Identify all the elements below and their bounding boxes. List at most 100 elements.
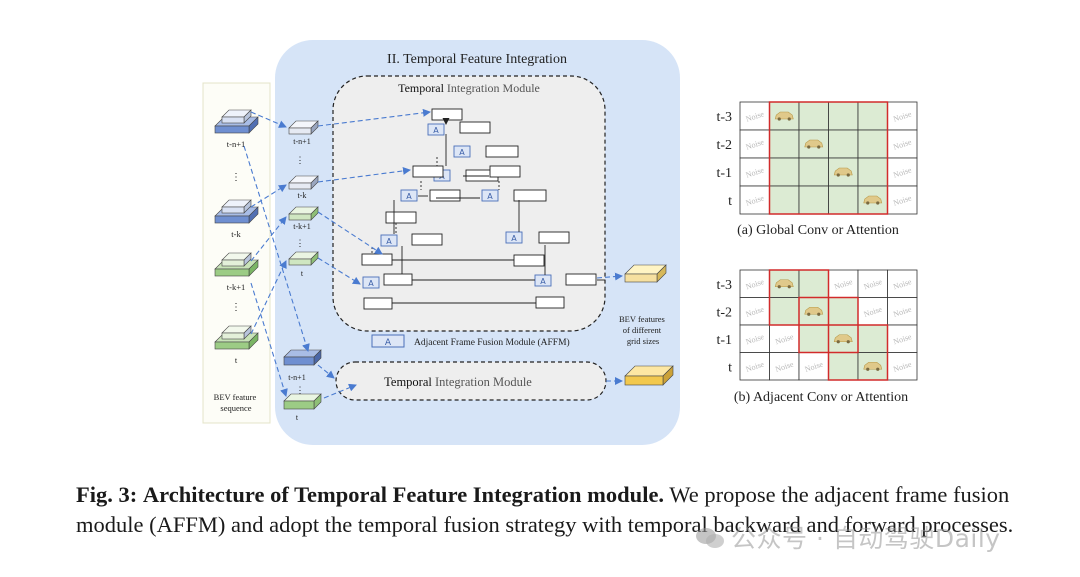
- affm-letter: A: [406, 192, 412, 201]
- grid-cell: [857, 157, 888, 187]
- dashed-arrow: [317, 364, 335, 379]
- grid-cell: [887, 185, 918, 215]
- car-icon: [804, 306, 824, 316]
- grid-cell: [828, 129, 859, 159]
- feature-box: [383, 273, 413, 286]
- time-label: t-1: [716, 333, 732, 348]
- feature-box: [459, 121, 491, 134]
- bev-stack: t-n+1: [214, 109, 259, 149]
- figure-caption: Fig. 3: Architecture of Temporal Feature…: [76, 480, 1051, 540]
- time-label: t-1: [716, 166, 732, 181]
- grid-cell: [887, 297, 918, 326]
- grid-cell: [887, 157, 918, 187]
- car-icon: [833, 167, 853, 177]
- grid-cell: [857, 101, 888, 131]
- feature-box: [565, 273, 597, 286]
- car-icon: [833, 334, 853, 344]
- caption-text: We propose the adjacent frame fusion mod…: [76, 482, 1014, 537]
- feature-box: [485, 145, 519, 158]
- selected-feature-label: t: [301, 269, 304, 278]
- affm-block: [380, 234, 398, 247]
- stack-label: t-k+1: [227, 282, 246, 292]
- output-feature: [624, 264, 667, 283]
- grid-cell: [798, 352, 829, 381]
- grid-cell: [769, 352, 800, 381]
- affm-letter: A: [487, 192, 493, 201]
- grid-cell: [798, 324, 829, 353]
- grid-cell: [798, 157, 829, 187]
- grid-cell: [769, 297, 800, 326]
- car-icon: [774, 279, 794, 289]
- grid-cell: [798, 185, 829, 215]
- stack-label: t-n+1: [227, 139, 246, 149]
- legend-affm-box: [371, 334, 405, 348]
- selected-feature-label: t-k+1: [293, 222, 310, 231]
- stack-dots: ⋮: [231, 302, 241, 313]
- affm-letter: A: [540, 277, 546, 286]
- grid-cell: [828, 185, 859, 215]
- grid-cell: [769, 129, 800, 159]
- affm-letter: A: [386, 237, 392, 246]
- grid-cell: [828, 101, 859, 131]
- selected-feature-label: t: [296, 413, 299, 422]
- selected-feature: [288, 251, 319, 266]
- grid-b-caption: (b) Adjacent Conv or Attention: [734, 390, 908, 405]
- car-icon: [863, 361, 883, 371]
- bev-stack: t-k: [214, 199, 259, 239]
- bev-stack: t-k+1: [214, 252, 259, 292]
- feature-box: [489, 165, 521, 178]
- feature-box: [411, 233, 443, 246]
- selected-feature: [283, 349, 322, 366]
- stack-dots: ⋮: [231, 172, 241, 183]
- car-icon: [774, 111, 794, 121]
- selected-features: t-n+1t-kt-k+1tt-n+1t⋮⋮⋮: [283, 120, 322, 422]
- grid-cell: [857, 129, 888, 159]
- grid-cell: [769, 185, 800, 215]
- car-icon: [863, 195, 883, 205]
- affm-letter: A: [368, 279, 374, 288]
- watermark: 公众号 · 自动驾驶Daily: [695, 519, 1001, 555]
- dashed-arrow: [250, 184, 287, 208]
- tim-internals: AAAAAAAAA: [361, 108, 605, 310]
- affm-letter: A: [459, 148, 465, 157]
- affm-block: [400, 189, 418, 202]
- feature-box: [412, 165, 444, 178]
- output-feature: [624, 365, 674, 386]
- grid-cell: [739, 185, 770, 215]
- tim-title: Temporal Integration Module: [398, 81, 540, 95]
- time-label: t: [728, 194, 732, 209]
- affm-block: [362, 276, 380, 289]
- feature-box: [361, 253, 393, 266]
- dashed-arrow: [323, 383, 357, 399]
- feature-box: [429, 189, 461, 202]
- time-label: t-2: [716, 138, 732, 153]
- affm-block: [481, 189, 499, 202]
- output-features: [624, 264, 674, 386]
- connector-arrows: [243, 108, 623, 399]
- output-label: BEV features of different grid sizes: [619, 314, 667, 346]
- feature-box: [513, 189, 547, 202]
- mid-dots: ⋮: [296, 385, 305, 395]
- legend-affm-letter: A: [385, 338, 392, 348]
- time-label: t-3: [716, 110, 732, 125]
- grid-a-caption: (a) Global Conv or Attention: [737, 223, 899, 238]
- dashed-arrow: [317, 211, 383, 255]
- tim2-title: Temporal Integration Module: [384, 375, 532, 389]
- grid-cell: [798, 101, 829, 131]
- affm-block: [534, 274, 552, 287]
- panel-title: II. Temporal Feature Integration: [387, 52, 567, 67]
- dashed-arrow: [243, 145, 310, 352]
- stack-label: t: [235, 355, 238, 365]
- feature-box: [538, 231, 570, 244]
- affm-block: [427, 123, 445, 136]
- time-label: t-2: [716, 305, 732, 320]
- time-label: t: [728, 360, 732, 375]
- selected-feature-label: t-k: [298, 191, 307, 200]
- selected-feature: [283, 393, 322, 410]
- selected-feature: [288, 206, 319, 221]
- attention-window: [827, 324, 889, 381]
- feature-box: [431, 108, 463, 121]
